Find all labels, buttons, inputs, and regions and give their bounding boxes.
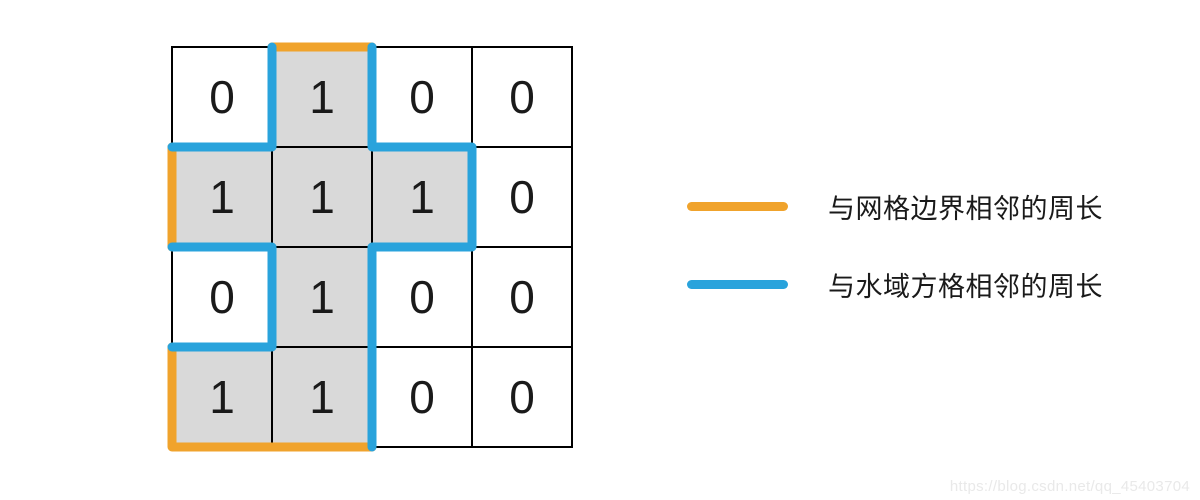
cell-value-r3c3: 0 (509, 371, 535, 423)
legend-label-boundary: 与网格边界相邻的周长 (828, 193, 1103, 224)
cell-value-r2c2: 0 (409, 271, 435, 323)
watermark-url: https://blog.csdn.net/qq_45403704 (949, 478, 1190, 495)
boundary-perimeter-swatch (687, 201, 788, 211)
legend-item-boundary: 与网格边界相邻的周长 (687, 189, 1103, 224)
cell-value-r2c3: 0 (509, 271, 535, 323)
cell-value-r1c2: 1 (409, 171, 435, 223)
water-perimeter-path-1 (367, 42, 477, 452)
cell-value-r0c3: 0 (509, 71, 535, 123)
grid-cell-r0c3 (471, 46, 573, 148)
water-perimeter-path-0 (167, 42, 277, 152)
cell-value-r2c0: 0 (209, 271, 235, 323)
cell-value-r0c2: 0 (409, 71, 435, 123)
cell-value-r1c3: 0 (509, 171, 535, 223)
cell-value-r0c1: 1 (309, 71, 335, 123)
water-perimeter-path-2 (167, 242, 277, 352)
cell-value-r3c0: 1 (209, 371, 235, 423)
grid-cell-r2c3 (471, 246, 573, 348)
grid-cell-r3c1 (271, 346, 373, 448)
grid-cell-r2c1 (271, 246, 373, 348)
grid-cell-r0c2 (371, 46, 473, 148)
grid-cell-r0c0 (171, 46, 273, 148)
cell-value-r1c0: 1 (209, 171, 235, 223)
boundary-perimeter-path-2 (167, 342, 377, 452)
legend: 与网格边界相邻的周长 与水域方格相邻的周长 (687, 189, 1103, 302)
grid-cell-r0c1 (271, 46, 373, 148)
cell-value-r3c1: 1 (309, 371, 335, 423)
cell-value-r3c2: 0 (409, 371, 435, 423)
cell-value-r2c1: 1 (309, 271, 335, 323)
grid-cell-r1c1 (271, 146, 373, 248)
water-perimeter-swatch (687, 279, 788, 289)
legend-label-water: 与水域方格相邻的周长 (828, 271, 1103, 302)
cell-value-r1c1: 1 (309, 171, 335, 223)
legend-item-water: 与水域方格相邻的周长 (687, 267, 1103, 302)
grid-cell-r3c3 (471, 346, 573, 448)
cell-value-r0c0: 0 (209, 71, 235, 123)
